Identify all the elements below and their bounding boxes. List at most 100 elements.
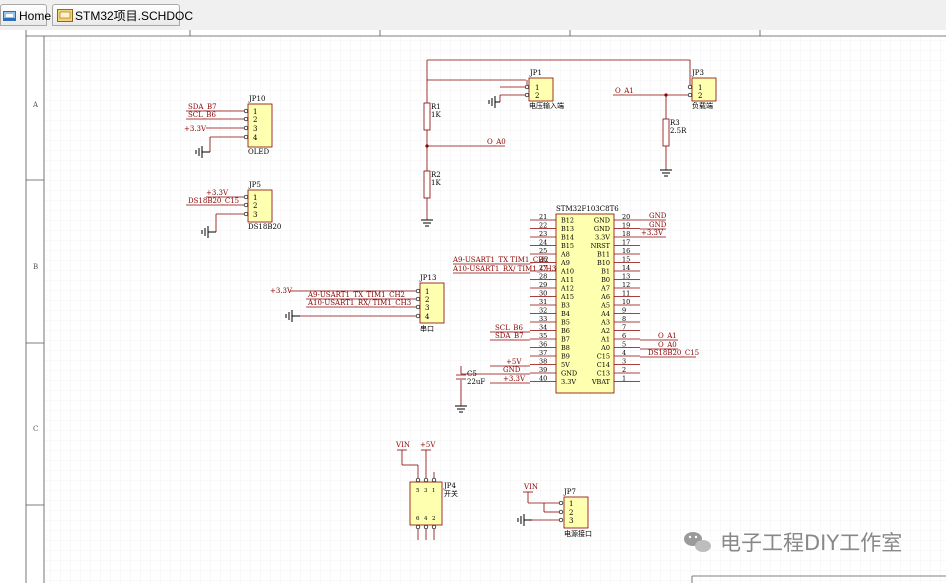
jp3-ref: JP3: [691, 69, 704, 77]
mcu-right-pin-name: VBAT: [591, 378, 611, 386]
mcu-left-pin-number: 34: [539, 324, 547, 332]
connector-jp3-load[interactable]: [691, 77, 717, 102]
jp10-name: OLED: [248, 148, 269, 156]
mcu-left-pin-name: B13: [561, 225, 574, 233]
c5-value: 22uF: [467, 378, 485, 386]
mcu-right-pin-number: 13: [622, 273, 630, 281]
jp7-pin-2: 2: [569, 509, 573, 517]
mcu-right-pin-name: A5: [600, 302, 610, 310]
jp5-pin-1: 1: [253, 194, 257, 202]
c5-ref: C5: [467, 370, 477, 378]
mcu-right-pin-number: 7: [622, 324, 626, 332]
mcu-right-pin-name: A6: [600, 293, 610, 301]
schematic-canvas[interactable]: A B C JP10 1 2 3 4 OLED SDA_B7 SCL_: [0, 30, 946, 583]
connector-jp13-uart[interactable]: JP13 1 2 3 4 串口 +3.3V A9-USART1_TX_TIM1_…: [270, 274, 445, 333]
mcu-left-pin-number: 24: [539, 239, 547, 247]
jp13-pin-2: 2: [425, 296, 429, 304]
jp1-ground-symbol: [488, 96, 500, 108]
mcu-left-pin-name: A10: [560, 268, 574, 276]
jp4-pin-5: 5: [416, 488, 420, 494]
net-label-mcu-3v3: +3.3V: [503, 375, 526, 383]
net-label-sda-b7: SDA_B7: [188, 103, 217, 111]
jp4-ref: JP4: [443, 482, 457, 490]
jp1-name: 电压输入端: [529, 101, 564, 110]
wechat-icon: [684, 532, 711, 552]
mcu-right-pin-number: 19: [622, 222, 630, 230]
r2-ground-symbol: [421, 219, 433, 227]
mcu-left-pin-name: B15: [561, 242, 574, 250]
jp13-ground-symbol: [285, 310, 300, 322]
mcu-left-pin-name: B7: [561, 336, 570, 344]
jp4-pin-6: 6: [416, 516, 420, 522]
mcu-left-pin-name: B3: [561, 302, 570, 310]
border-row-label-c: C: [33, 425, 38, 433]
connector-jp7-power-jack[interactable]: JP7 1 2 3 电源接口 VIN: [517, 483, 592, 538]
mcu-right-pin-name: 3.3V: [595, 234, 610, 242]
jp13-pin-1: 1: [425, 288, 429, 296]
net-label-3v3-oled: +3.3V: [184, 125, 207, 133]
mcu-right-pin-name: B0: [601, 276, 610, 284]
jp5-ref: JP5: [248, 181, 261, 189]
jp7-pin-3: 3: [569, 517, 573, 525]
mcu-left-pin-number: 29: [539, 281, 547, 289]
tab-schematic-label: STM32项目.SCHDOC: [75, 9, 194, 23]
net-label-usart-tx: A9-USART1_TX_TIM1_CH2: [307, 291, 405, 299]
net-label-o-a0: O_A0: [487, 138, 506, 146]
jp5-name: DS18B20: [248, 223, 281, 231]
r3-ref: R3: [670, 119, 680, 127]
c5-ground-symbol: [455, 405, 467, 413]
r1-ref: R1: [431, 103, 441, 111]
jp10-pin-2: 2: [253, 116, 257, 124]
resistor-r1[interactable]: [423, 102, 431, 131]
mcu-right-pin-number: 10: [622, 298, 630, 306]
mcu-right-pin-number: 18: [622, 230, 630, 238]
mcu-right-pin-name: GND: [594, 217, 610, 225]
load-circuit[interactable]: JP3 1 2 负载端 R3 2.5R O_A1: [613, 60, 717, 177]
mcu-left-pin-number: 30: [539, 290, 547, 298]
mcu-left-pin-name: B8: [561, 344, 570, 352]
mcu-left-pin-name: A9: [560, 259, 570, 267]
voltage-input-divider[interactable]: R1 1K R2 1K O_A0 JP1 1 2 电压输入端: [421, 59, 690, 227]
r2-value: 1K: [431, 179, 441, 187]
mcu-ref: STM32F103C8T6: [556, 205, 619, 213]
resistor-r2[interactable]: [423, 170, 431, 199]
mcu-right-pin-name: A2: [600, 327, 610, 335]
jp1-ref: JP1: [529, 69, 542, 77]
mcu-right-pin-name: NRST: [591, 242, 611, 250]
mcu-left-pin-name: A15: [560, 293, 574, 301]
switch-jp4[interactable]: 5 3 1 6 4 2 JP4 开关 VIN +5V: [395, 441, 458, 540]
r3-ground-symbol: [660, 169, 672, 177]
tab-home-label: Home: [19, 9, 52, 23]
connector-jp10-oled[interactable]: JP10 1 2 3 4 OLED SDA_B7 SCL_B6 +3.3V: [184, 95, 273, 158]
home-icon: [3, 11, 16, 21]
mcu-right-pin-name: A3: [600, 319, 610, 327]
tab-schematic-document[interactable]: STM32项目.SCHDOC: [52, 4, 193, 26]
connector-jp1-voltage-input[interactable]: [528, 77, 554, 102]
mcu-right-pin-number: 17: [622, 239, 630, 247]
mcu-right-pin-number: 6: [622, 332, 626, 340]
mcu-left-pin-number: 28: [539, 273, 547, 281]
mcu-right-pin-number: 15: [622, 256, 630, 264]
connector-jp5-ds18b20[interactable]: JP5 1 2 3 DS18B20 +3.3V DS18B20_C15: [186, 181, 281, 238]
mcu-left-pin-name: A8: [560, 251, 570, 259]
mcu-right-pin-number: 4: [622, 349, 626, 357]
jp4-pin-4: 4: [424, 516, 428, 522]
mcu-left-pin-name: A12: [560, 285, 574, 293]
mcu-right-pin-name: A0: [600, 344, 610, 352]
mcu-right-pin-number: 11: [622, 290, 630, 298]
mcu-left-pin-number: 31: [539, 298, 547, 306]
jp3-pin-2: 2: [698, 92, 702, 100]
jp3-name: 负载端: [692, 101, 713, 110]
net-label-3v3-ds: +3.3V: [206, 189, 229, 197]
watermark: 电子工程DIY工作室: [684, 531, 902, 555]
tab-home[interactable]: Home: [0, 4, 51, 26]
mcu-left-pin-name: B5: [561, 319, 570, 327]
resistor-r3[interactable]: [662, 118, 670, 147]
capacitor-c5[interactable]: [456, 374, 466, 380]
border-row-label-b: B: [33, 263, 38, 271]
jp3-pin-1: 1: [698, 84, 702, 92]
mcu-right-pin-number: 9: [622, 307, 626, 315]
net-label-o-a0-mcu: O_A0: [658, 341, 677, 349]
mcu-left-pin-number: 25: [539, 247, 547, 255]
